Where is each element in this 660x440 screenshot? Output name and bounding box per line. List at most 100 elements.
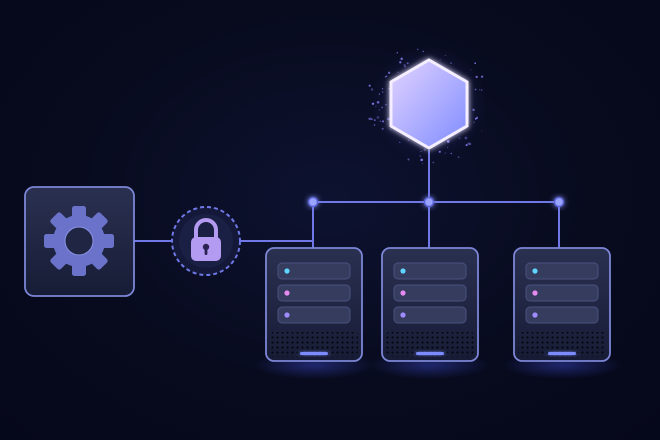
server-status-led xyxy=(400,290,406,296)
server-group xyxy=(254,247,622,379)
sparkle-dot xyxy=(373,124,376,126)
server-status-bar xyxy=(416,352,444,355)
server-status-led xyxy=(532,290,538,296)
sparkle-dot xyxy=(420,150,422,153)
junction-right xyxy=(553,196,565,208)
sparkle-dot xyxy=(438,150,441,153)
sparkle-dot xyxy=(378,109,380,111)
sparkle-dot xyxy=(381,106,384,109)
server-drive-slot xyxy=(277,284,351,302)
junction-center xyxy=(423,196,435,208)
sparkle-dot xyxy=(422,163,424,165)
sparkle-dot xyxy=(416,48,419,51)
sparkle-dot xyxy=(406,62,409,65)
sparkle-dot xyxy=(381,127,384,130)
server-status-bar xyxy=(300,352,328,355)
sparkle-dot xyxy=(450,62,452,64)
hub-sparkles xyxy=(368,48,484,165)
sparkle-dot xyxy=(371,102,375,106)
server-status-led xyxy=(400,268,406,274)
sparkle-dot xyxy=(458,137,461,140)
sparkle-dot xyxy=(481,130,483,132)
sparkle-dot xyxy=(420,158,423,162)
sparkle-dot xyxy=(404,65,407,68)
server-status-led xyxy=(400,312,406,318)
server-vent-grille xyxy=(518,332,606,357)
sparkle-dot xyxy=(397,71,399,74)
lock-icon xyxy=(191,218,221,261)
sparkle-dot xyxy=(384,76,386,78)
server-drive-slot xyxy=(525,262,599,280)
server-vent-grille xyxy=(386,332,474,357)
server-status-led xyxy=(284,268,290,274)
sparkle-dot xyxy=(400,57,404,61)
sparkle-dot xyxy=(439,59,441,61)
sparkle-dot xyxy=(465,144,468,147)
sparkle-dot xyxy=(422,50,425,53)
sparkle-dot xyxy=(475,75,478,79)
sparkle-dot xyxy=(444,54,446,57)
sparkle-dot xyxy=(423,148,427,151)
sparkle-dot xyxy=(381,88,384,90)
server-status-led xyxy=(284,290,290,296)
sparkle-dot xyxy=(403,63,406,67)
sparkle-dot xyxy=(449,139,451,141)
server-drive-slot xyxy=(525,306,599,324)
sparkle-dot xyxy=(376,116,380,119)
sparkle-dot xyxy=(464,136,468,140)
sparkle-dot xyxy=(467,142,470,145)
sparkle-dot xyxy=(446,140,450,143)
sparkle-dot xyxy=(379,120,381,122)
sparkle-dot xyxy=(370,88,374,91)
sparkle-dot xyxy=(444,152,446,154)
sparkle-dot xyxy=(399,61,402,64)
sparkle-dot xyxy=(480,75,484,78)
server-icon xyxy=(502,247,622,379)
sparkle-dot xyxy=(447,146,449,148)
sparkle-dot xyxy=(472,108,475,112)
sparkle-dot xyxy=(474,62,477,65)
sparkle-dot xyxy=(388,87,390,90)
sparkle-dot xyxy=(378,93,381,95)
sparkle-dot xyxy=(368,84,371,87)
sparkle-dot xyxy=(419,155,421,157)
server-drive-slot xyxy=(393,262,467,280)
server-drive-slot xyxy=(393,306,467,324)
gear-icon xyxy=(44,206,114,276)
sparkle-dot xyxy=(389,128,392,130)
sparkle-dot xyxy=(432,161,435,164)
sparkle-dot xyxy=(457,156,460,159)
sparkle-dot xyxy=(470,69,472,71)
sparkle-dot xyxy=(381,91,384,93)
server-vent-grille xyxy=(270,332,358,357)
server-drive-slot xyxy=(277,306,351,324)
junction-left xyxy=(307,196,319,208)
server-status-led xyxy=(532,312,538,318)
sparkle-dot xyxy=(368,117,372,121)
server-status-led xyxy=(284,312,290,318)
sparkle-dot xyxy=(385,103,387,106)
server-drive-slot xyxy=(393,284,467,302)
sparkle-dot xyxy=(473,121,475,123)
sparkle-dot xyxy=(382,120,384,123)
sparkle-dot xyxy=(479,89,481,91)
connection-lines xyxy=(134,150,560,248)
sparkle-dot xyxy=(387,117,390,121)
sparkle-dot xyxy=(407,158,410,161)
sparkle-dot xyxy=(399,141,401,143)
server-icon xyxy=(370,247,490,379)
server-drive-slot xyxy=(277,262,351,280)
server-icon xyxy=(254,247,374,379)
junction-dots xyxy=(307,196,565,208)
sparkle-dot xyxy=(385,75,388,77)
settings-node xyxy=(24,186,135,297)
server-status-bar xyxy=(548,352,576,355)
sparkle-dot xyxy=(370,118,373,121)
sparkle-dot xyxy=(450,152,453,155)
sparkle-dot xyxy=(396,52,399,54)
sparkle-dot xyxy=(474,117,477,120)
sparkle-dot xyxy=(474,88,477,91)
security-node xyxy=(171,206,241,276)
